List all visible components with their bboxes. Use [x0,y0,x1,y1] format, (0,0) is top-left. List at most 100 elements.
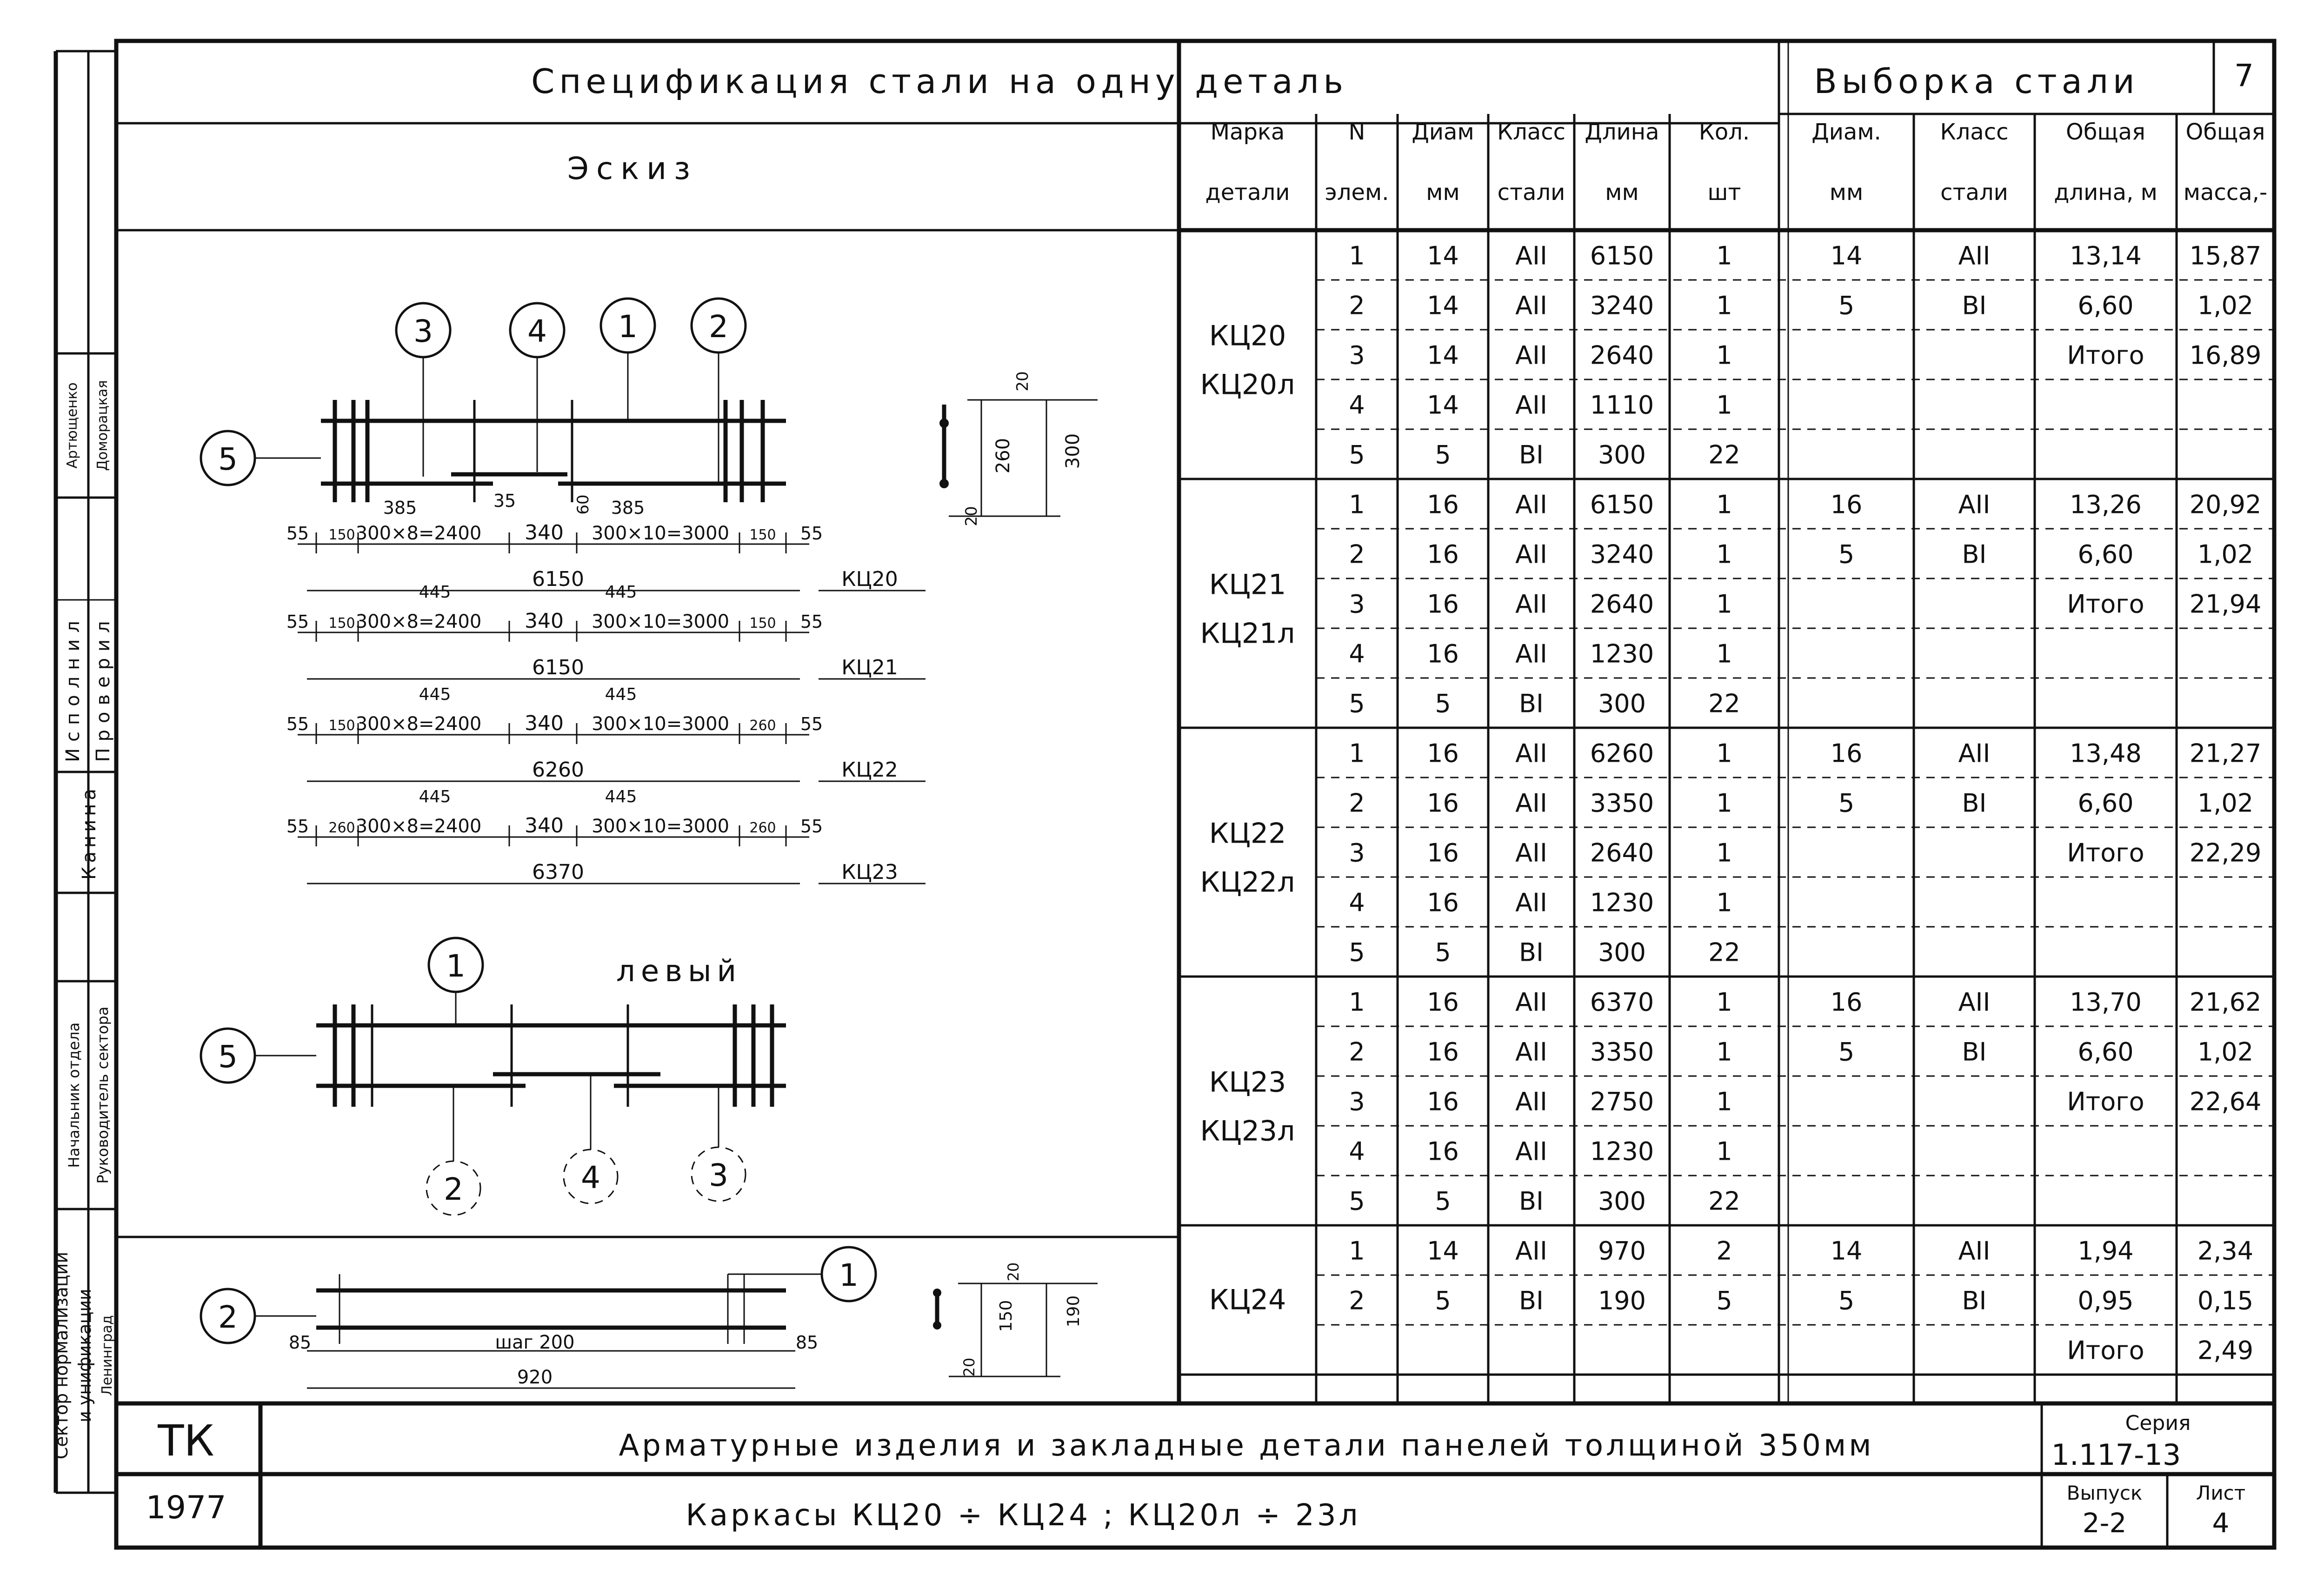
dim-right: 55 [800,714,823,734]
cell: 1 [1716,540,1732,569]
cell: 21,62 [2190,988,2262,1017]
cell: 6,60 [2078,1037,2133,1067]
spec-table-grid [1179,114,2276,1403]
callout-3-left: 3 [691,1086,746,1202]
cell: AII [1958,739,1991,768]
tk-code: ТК [157,1416,214,1466]
cell: 2 [1349,291,1365,320]
svg-text:2: 2 [709,309,728,345]
cell: 16 [1427,739,1459,768]
frame-1-sketch: 3 4 1 2 5 385 35 60 385 [200,297,1098,526]
cell: 5 [1435,1286,1451,1316]
year: 1977 [146,1489,226,1526]
dim-left: 55 [286,714,309,734]
cell: 22 [1708,938,1740,967]
cell: 5 [1349,1187,1365,1216]
cell: 13,26 [2070,490,2142,519]
cell: 4 [1349,391,1365,420]
cell: 300 [1598,1187,1646,1216]
cell: 970 [1598,1236,1646,1266]
dim-mid: 340 [525,711,564,735]
cell: 1 [1349,739,1365,768]
header-diam: мм [1426,179,1459,206]
spec-title: Спецификация стали на одну деталь [531,62,1348,101]
cell: 1 [1349,988,1365,1017]
cell: 5 [1435,689,1451,718]
dim-mark: КЦ23 [841,860,898,884]
cell: BI [1962,1037,1987,1067]
dim-b: 300×8=2400 [356,611,482,632]
issue-value: 2-2 [2083,1507,2127,1539]
cell: 1230 [1590,888,1654,917]
dim-a: 150 [328,718,355,734]
cell: 16 [1427,490,1459,519]
cell: 6,60 [2078,540,2133,569]
cell: 6260 [1590,739,1654,768]
cell: 16 [1427,639,1459,669]
header-elem: N [1349,119,1365,145]
cell: 1,02 [2197,540,2253,569]
left-version-label: левый [616,954,742,989]
cell: AII [1515,988,1547,1017]
cell: 16 [1427,1087,1459,1117]
cell: 1 [1716,1087,1732,1117]
dim-a: 150 [328,615,355,631]
callout-5-left: 5 [200,1027,316,1084]
cell: 1 [1716,739,1732,768]
svg-text:920: 920 [517,1367,553,1388]
dim-mid: 340 [525,814,564,838]
svg-text:Сектор нормализации: Сектор нормализации [51,1252,72,1459]
cell: 0,15 [2197,1286,2253,1316]
cell: AII [1515,1087,1547,1117]
cell: 6370 [1590,988,1654,1017]
cell: 3240 [1590,540,1654,569]
svg-text:20: 20 [960,1358,978,1377]
svg-text:20: 20 [1005,1263,1022,1282]
callout-1-left: 1 [427,937,484,1025]
dim-left: 55 [286,612,309,632]
dim-b: 300×8=2400 [356,816,482,837]
cell: AII [1515,341,1547,370]
cell: 190 [1598,1286,1646,1316]
cell: 16 [1427,1037,1459,1067]
dim-c: 300×10=3000 [592,611,729,632]
svg-text:60: 60 [574,494,593,514]
header-diam: Диам [1412,119,1474,145]
mark-label: КЦ20 [1209,320,1286,352]
svg-text:1: 1 [839,1257,859,1293]
svg-text:Проверил: Проверил [93,614,114,762]
callout-1-kc24: 1 [744,1246,877,1303]
cell: 300 [1598,440,1646,470]
header-length: мм [1605,179,1638,206]
cell: 2,49 [2197,1336,2253,1365]
cell: 22,64 [2190,1087,2262,1117]
cell: 1230 [1590,1137,1654,1166]
cell: 13,70 [2070,988,2142,1017]
svg-text:385: 385 [383,498,417,518]
mark-label: КЦ24 [1209,1284,1286,1316]
cell: 4 [1349,639,1365,669]
dim-top-right: 445 [605,583,637,602]
cell: Итого [2067,838,2144,868]
mark-label: КЦ23 [1209,1066,1286,1099]
dim-total: 6260 [532,758,584,782]
cell: 13,48 [2070,739,2142,768]
sheet-value: 4 [2212,1507,2230,1539]
cell: 15,87 [2190,241,2262,271]
cell: 1,94 [2078,1236,2133,1266]
cell: 1 [1716,1037,1732,1067]
cell: 6150 [1590,490,1654,519]
cell: 14 [1831,241,1863,271]
cell: BI [1519,689,1544,718]
cell: 3350 [1590,1037,1654,1067]
header-total_len: длина, м [2054,179,2158,206]
dim-mid: 340 [525,521,564,545]
header-total_len: Общая [2066,119,2145,145]
svg-text:Начальник отдела: Начальник отдела [65,1023,83,1168]
cell: AII [1958,241,1991,271]
dim-d: 150 [749,527,776,543]
mark-label: КЦ20л [1200,369,1295,401]
side-stamp: Артющенко Доморацкая Исполнил Проверил К… [51,352,116,1459]
cell: 16 [1427,590,1459,619]
cell: AII [1515,739,1547,768]
